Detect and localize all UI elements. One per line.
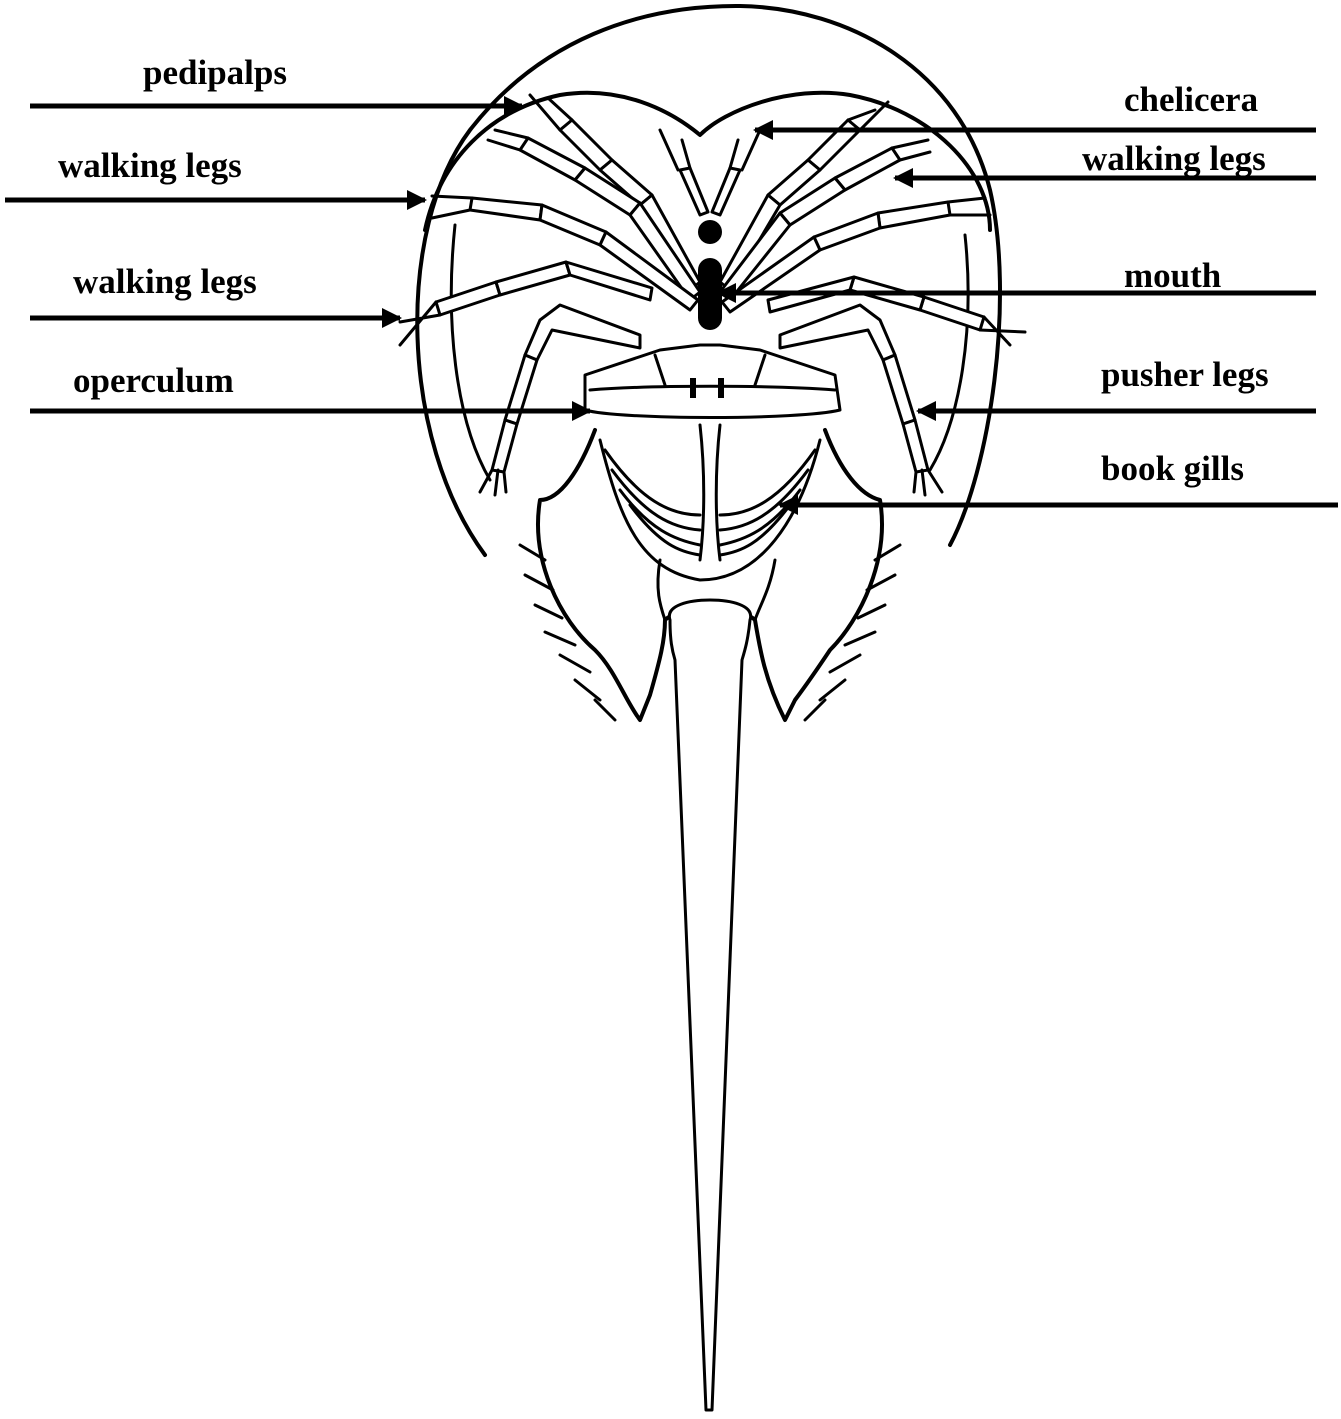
label-book-gills: book gills <box>1101 451 1244 486</box>
label-operculum: operculum <box>73 363 234 398</box>
label-pedipalps: pedipalps <box>143 55 287 90</box>
legs-left <box>400 95 700 495</box>
label-mouth: mouth <box>1124 258 1221 293</box>
label-pusher-legs: pusher legs <box>1101 357 1269 392</box>
chelicerae-drawing <box>660 130 760 215</box>
label-walking-legs-3: walking legs <box>1082 141 1266 176</box>
mouth-drawing <box>698 220 722 330</box>
telson <box>669 600 750 1410</box>
operculum-drawing <box>585 345 840 418</box>
label-walking-legs-2: walking legs <box>73 264 257 299</box>
label-walking-legs-1: walking legs <box>58 148 242 183</box>
label-chelicera: chelicera <box>1124 82 1258 117</box>
